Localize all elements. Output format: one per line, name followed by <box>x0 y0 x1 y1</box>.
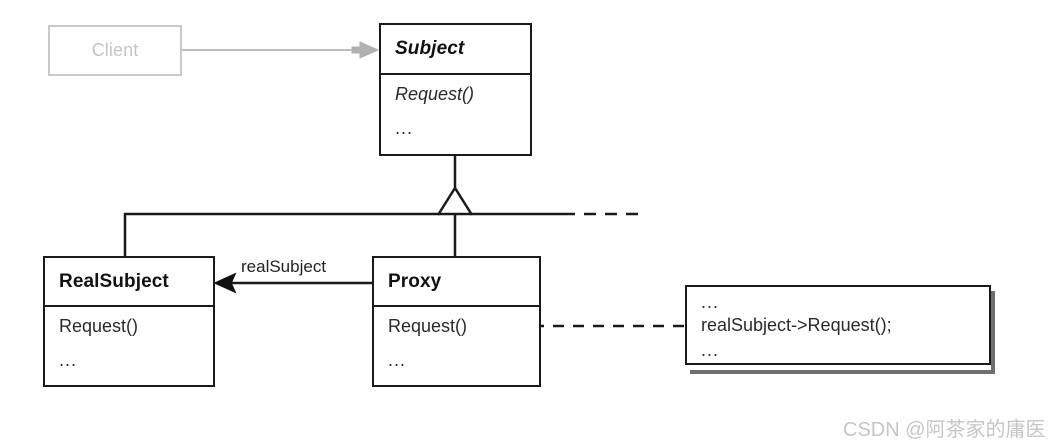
uml-note-box[interactable]: ... realSubject->Request(); ... <box>685 285 991 365</box>
proxy-name-compartment: Proxy <box>374 258 539 305</box>
subject-members-compartment: Request() ... <box>381 75 530 137</box>
association-label-realsubject: realSubject <box>241 257 327 276</box>
uml-class-proxy[interactable]: Proxy Request() ... <box>372 256 541 387</box>
uml-class-client[interactable]: Client <box>48 25 182 76</box>
subject-class-name: Subject <box>395 38 465 59</box>
realsubject-member-request: Request() <box>59 316 139 336</box>
realsubject-members-compartment: Request() ... <box>45 307 213 369</box>
realsubject-class-name: RealSubject <box>59 270 169 292</box>
note-shadow <box>690 370 995 374</box>
note-line-1: ... <box>701 292 720 312</box>
client-subject-arrowhead <box>351 41 380 59</box>
note-line-3: ... <box>701 340 720 360</box>
uml-class-realsubject[interactable]: RealSubject Request() ... <box>43 256 215 387</box>
proxy-class-name: Proxy <box>388 270 442 292</box>
realsubject-name-compartment: RealSubject <box>45 258 213 305</box>
csdn-watermark: CSDN @阿茶家的庸医 <box>843 419 1046 441</box>
generalization-triangle <box>436 185 474 216</box>
realsubject-member-ellipsis: ... <box>59 350 78 370</box>
subject-member-request: Request() <box>395 84 475 104</box>
realsubject-compartment-divider <box>45 305 213 307</box>
note-shadow-right <box>991 291 995 374</box>
proxy-realsubject-arrowhead <box>213 272 237 294</box>
client-name-compartment: Client <box>50 27 180 74</box>
subject-member-ellipsis: ... <box>395 118 414 138</box>
uml-class-subject[interactable]: Subject Request() ... <box>379 23 532 156</box>
client-class-name: Client <box>91 40 139 60</box>
proxy-member-request: Request() <box>388 316 468 336</box>
proxy-members-compartment: Request() ... <box>374 307 539 369</box>
note-line-2: realSubject->Request(); <box>701 315 892 335</box>
subject-compartment-divider <box>381 73 530 75</box>
subject-name-compartment: Subject <box>381 25 530 73</box>
proxy-compartment-divider <box>374 305 539 307</box>
proxy-member-ellipsis: ... <box>388 350 407 370</box>
